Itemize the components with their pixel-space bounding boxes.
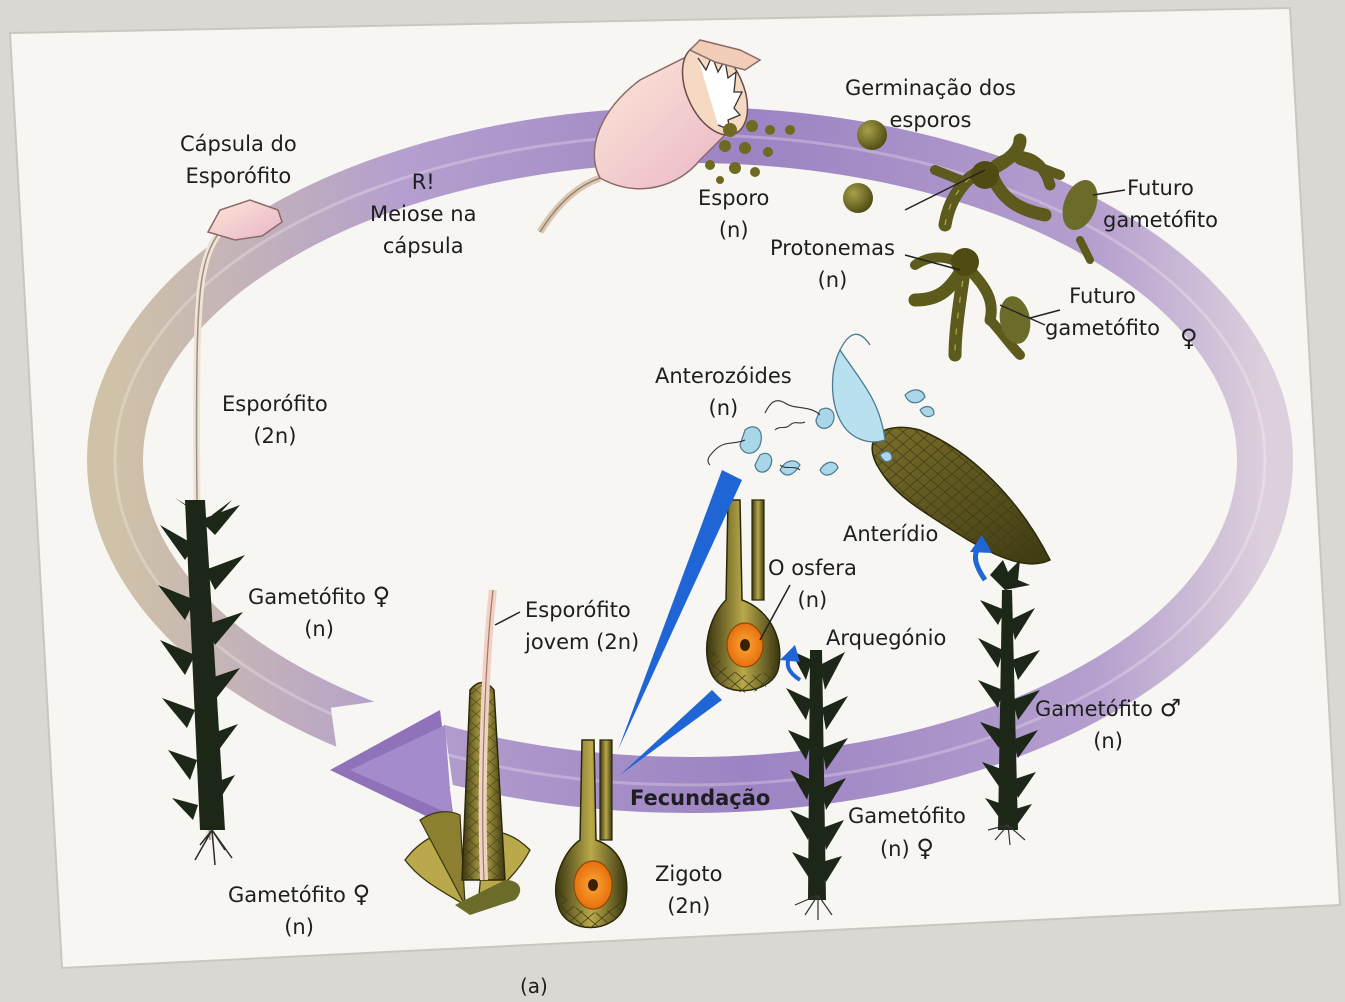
figure-caption: (a) [520, 970, 548, 1002]
label-arquegonio: Arquegónio [826, 622, 946, 654]
label-anterozoides: Anterozóides(n) [655, 360, 792, 424]
male-symbol-icon: ♂ [1160, 694, 1182, 722]
female-symbol-icon: ♀ [353, 880, 371, 908]
female-symbol-icon: ♀ [916, 834, 934, 862]
female-symbol-icon: ♀ [1180, 322, 1198, 354]
label-oosfera: O osfera(n) [768, 552, 857, 616]
label-gametofito-male: Gametófito ♂ (n) [1035, 692, 1181, 757]
label-zigoto: Zigoto(2n) [655, 858, 722, 922]
label-anteridio: Anterídio [843, 518, 938, 550]
label-gametofito-mid: Gametófito (n) ♀ [848, 800, 966, 865]
label-protonemas: Protonemas(n) [770, 232, 895, 296]
label-fecundacao: Fecundação [630, 782, 770, 814]
label-esporo: Esporo(n) [698, 182, 769, 246]
female-symbol-icon: ♀ [373, 582, 391, 610]
label-esporofito: Esporófito(2n) [222, 388, 328, 452]
label-gametofito-left: Gametófito ♀ (n) [248, 580, 390, 645]
label-gametofito-bottom: Gametófito ♀ (n) [228, 878, 370, 943]
spore-large-icon [843, 183, 873, 213]
